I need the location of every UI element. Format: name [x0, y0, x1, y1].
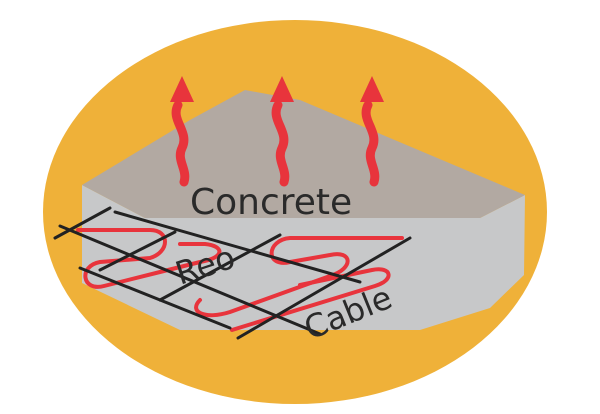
reo-bar [53, 206, 112, 240]
concrete-slab-top [82, 90, 525, 218]
heating-cable-left [76, 228, 222, 289]
reo-bar [113, 210, 362, 284]
heating-cable-middle [194, 236, 404, 318]
reo-bar [78, 266, 232, 330]
reo-bar [158, 233, 282, 302]
heating-cable-right [230, 267, 391, 332]
reo-bar [98, 230, 177, 272]
heat-arrow-icon [270, 76, 294, 187]
reo-bar [236, 236, 412, 340]
concrete-slab-side [82, 185, 525, 330]
reo-bar [58, 224, 322, 336]
heat-arrows-group [170, 76, 384, 187]
concrete-label: Concrete [190, 182, 352, 223]
heat-arrow-icon [170, 76, 194, 187]
heat-arrow-icon [360, 76, 384, 187]
reinforcement-mesh [53, 206, 412, 340]
